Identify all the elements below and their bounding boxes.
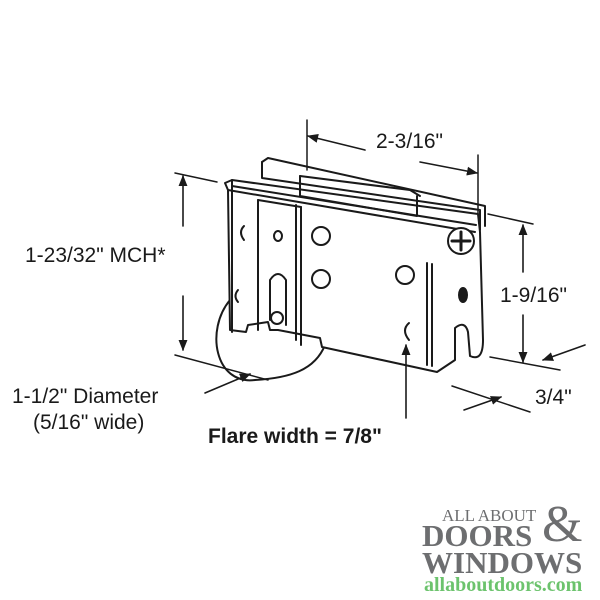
flare-width-label: Flare width = 7/8" <box>208 425 382 448</box>
wheel-width-label: (5/16" wide) <box>33 411 145 434</box>
axle-slot <box>269 273 287 326</box>
logo-doors: DOORS <box>422 518 533 553</box>
wheel-diameter-label: 1-1/2" Diameter <box>12 385 159 408</box>
axle <box>270 311 284 325</box>
hole <box>311 269 331 289</box>
dimension-height-label: 1-9/16" <box>500 284 567 307</box>
hole <box>404 322 410 341</box>
logo-windows: WINDOWS <box>422 545 583 580</box>
back-plate <box>261 161 481 231</box>
logo-url: allaboutdoors.com <box>424 574 583 596</box>
hole <box>234 289 239 303</box>
front-plate <box>224 179 484 373</box>
hole <box>311 226 331 246</box>
hole <box>458 287 468 303</box>
hole <box>240 225 245 241</box>
dimension-depth-label: 3/4" <box>535 386 572 409</box>
brand-logo: ALL ABOUT DOORS & WINDOWS allaboutdoors.… <box>420 499 600 600</box>
logo-ampersand: & <box>542 496 583 553</box>
hole <box>273 230 283 242</box>
dimension-width-label: 2-3/16" <box>376 130 443 153</box>
dimension-mch-label: 1-23/32" MCH* <box>25 244 166 267</box>
hole <box>395 265 415 285</box>
logo-all-about: ALL ABOUT <box>442 506 537 525</box>
